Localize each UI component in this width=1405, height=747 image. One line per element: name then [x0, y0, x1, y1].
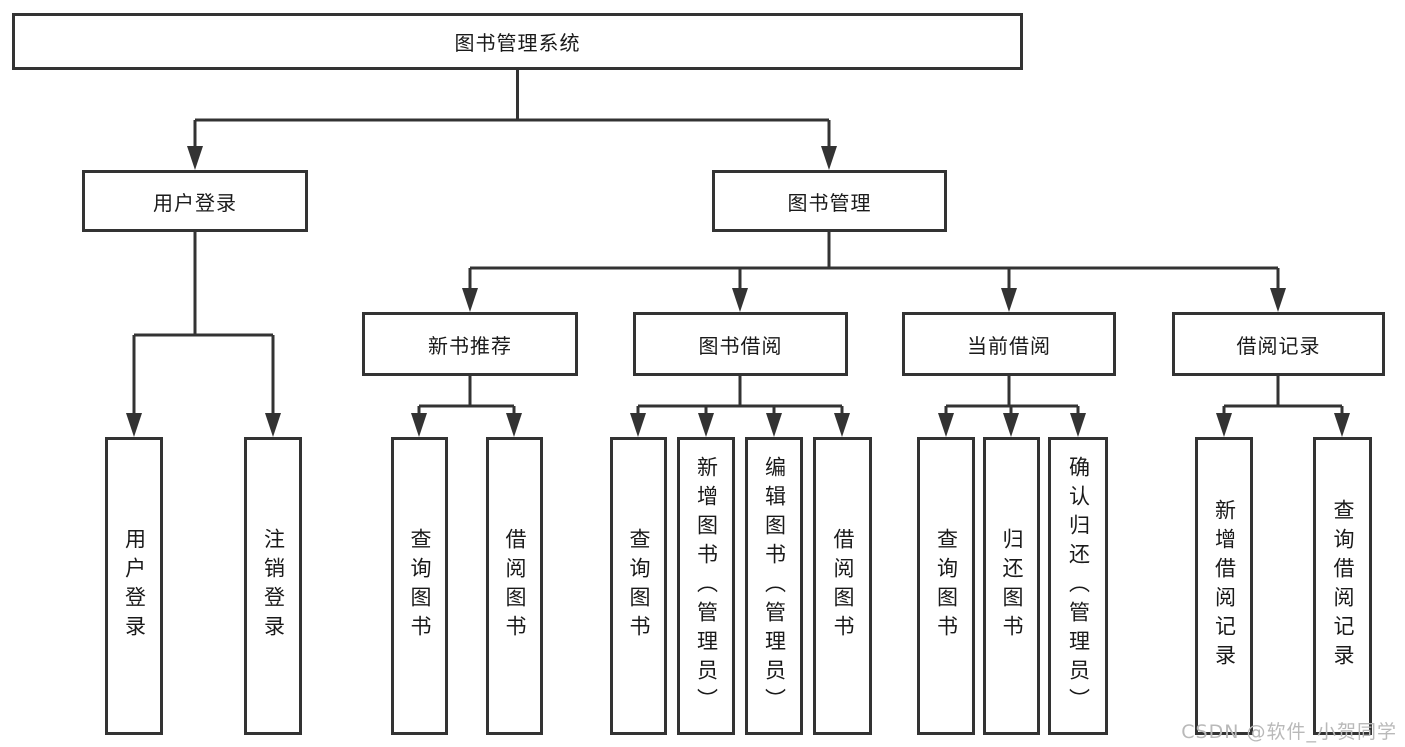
- node-new-book-recommend: 新书推荐: [362, 312, 578, 376]
- leaf-borrow-book-borrowing-label: 借阅图书: [831, 528, 855, 644]
- node-new-book-recommend-label: 新书推荐: [428, 333, 512, 358]
- leaf-return-book: 归还图书: [983, 437, 1040, 735]
- node-borrow-records: 借阅记录: [1172, 312, 1385, 376]
- leaf-query-book-current-label: 查询图书: [934, 528, 959, 644]
- leaf-query-borrow-record: 查询借阅记录: [1313, 437, 1372, 735]
- leaf-confirm-return-admin-label: 确认归还（管理员）: [1066, 455, 1091, 717]
- leaf-borrow-book-newbook: 借阅图书: [486, 437, 543, 735]
- node-current-borrowing: 当前借阅: [902, 312, 1116, 376]
- node-user-login: 用户登录: [82, 170, 308, 232]
- leaf-add-borrow-record-label: 新增借阅记录: [1212, 499, 1237, 673]
- leaf-edit-book-admin-label: 编辑图书（管理员）: [762, 455, 787, 717]
- leaf-logout-label: 注销登录: [261, 528, 286, 644]
- node-root-label: 图书管理系统: [454, 31, 581, 55]
- node-book-management: 图书管理: [712, 170, 947, 232]
- node-user-login-label: 用户登录: [153, 190, 237, 215]
- node-current-borrowing-label: 当前借阅: [967, 333, 1051, 358]
- leaf-query-book-borrowing-label: 查询图书: [627, 528, 651, 644]
- leaf-confirm-return-admin: 确认归还（管理员）: [1048, 437, 1108, 735]
- node-book-management-label: 图书管理: [787, 190, 872, 215]
- leaf-return-book-label: 归还图书: [1000, 528, 1024, 644]
- leaf-borrow-book-newbook-label: 借阅图书: [503, 528, 527, 644]
- leaf-borrow-book-borrowing: 借阅图书: [813, 437, 872, 735]
- watermark-text: CSDN @软件_小贺同学: [1181, 721, 1397, 743]
- leaf-add-borrow-record: 新增借阅记录: [1195, 437, 1253, 735]
- leaf-user-login: 用户登录: [105, 437, 163, 735]
- leaf-query-book-newbook-label: 查询图书: [408, 528, 432, 644]
- leaf-query-book-borrowing: 查询图书: [610, 437, 667, 735]
- node-book-borrowing-label: 图书借阅: [698, 333, 783, 358]
- leaf-logout: 注销登录: [244, 437, 302, 735]
- leaf-query-book-newbook: 查询图书: [391, 437, 448, 735]
- node-root-system: 图书管理系统: [12, 13, 1023, 70]
- node-book-borrowing: 图书借阅: [633, 312, 848, 376]
- leaf-edit-book-admin: 编辑图书（管理员）: [745, 437, 803, 735]
- leaf-query-borrow-record-label: 查询借阅记录: [1331, 499, 1355, 673]
- node-borrow-records-label: 借阅记录: [1236, 333, 1321, 358]
- leaf-user-login-label: 用户登录: [122, 528, 147, 644]
- leaf-add-book-admin-label: 新增图书（管理员）: [694, 455, 719, 717]
- leaf-query-book-current: 查询图书: [917, 437, 975, 735]
- leaf-add-book-admin: 新增图书（管理员）: [677, 437, 735, 735]
